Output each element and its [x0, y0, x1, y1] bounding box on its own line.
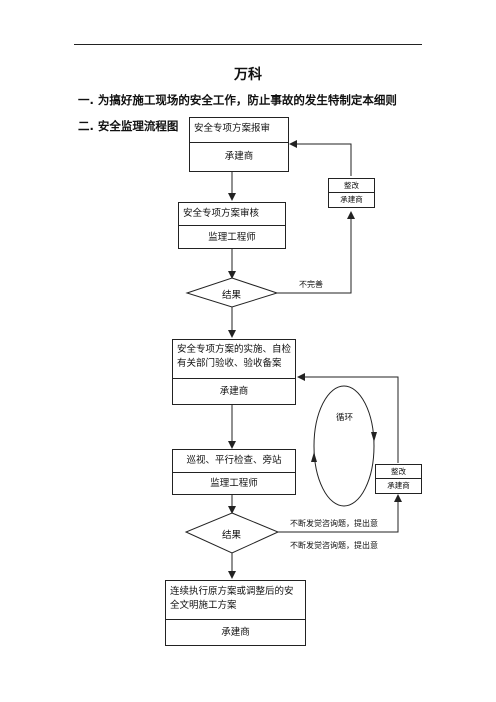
- decision-diamond-1: [185, 277, 279, 308]
- label-incomplete: 不完善: [299, 280, 323, 289]
- arrow-d2-rect2: [278, 494, 402, 533]
- diamond-1-label: 结果: [222, 290, 242, 301]
- arrow-d1-rect1: [277, 211, 355, 294]
- box-inspection-title: 巡视、平行检查、旁站: [173, 450, 295, 473]
- arrow-rect1-box1: [289, 140, 352, 176]
- box-plan-implementation-role: 承建商: [219, 386, 249, 397]
- box-continue-execution-role: 承建商: [221, 627, 250, 638]
- box-continue-execution: 连续执行原方案或调整后的安全文明施工方案 承建商: [165, 580, 306, 646]
- box-plan-implementation-title: 安全专项方案的实施、自检有关部门验收、验收备案: [173, 340, 295, 379]
- cycle-ellipse: [313, 385, 375, 507]
- page-title: 万科: [234, 67, 262, 83]
- box-inspection-role: 监理工程师: [210, 478, 258, 489]
- box-plan-implementation: 安全专项方案的实施、自检有关部门验收、验收备案 承建商: [172, 339, 296, 405]
- rectify-box-2: 整改 承建商: [375, 464, 422, 494]
- box-plan-review: 安全专项方案审核 监理工程师: [178, 202, 286, 249]
- section-heading-1: 一. 为搞好施工现场的安全工作，防止事故的发生特制定本细则: [78, 93, 397, 107]
- box-plan-review-role: 监理工程师: [208, 232, 256, 243]
- section-heading-2: 二. 安全监理流程图: [78, 119, 179, 133]
- rectify-box-1: 整改 承建商: [328, 178, 375, 208]
- box-plan-submit-role: 承建商: [224, 151, 254, 162]
- decision-diamond-2: [184, 512, 280, 554]
- rectify-box-1-title: 整改: [329, 179, 374, 193]
- box-plan-review-title: 安全专项方案审核: [179, 203, 285, 226]
- box-plan-submit: 安全专项方案报审 承建商: [189, 117, 289, 172]
- cycle-label: 循环: [336, 413, 354, 423]
- arrow-rect2-box3: [297, 373, 399, 463]
- box-inspection: 巡视、平行检查、旁站 监理工程师: [172, 449, 296, 495]
- label-issue-2: 不断发觉咨询题，提出意: [290, 541, 378, 550]
- diamond-2-label: 结果: [222, 530, 242, 541]
- cycle-arrowhead-left: [311, 452, 317, 462]
- box-plan-submit-title: 安全专项方案报审: [190, 118, 288, 143]
- label-issue-1: 不断发觉咨询题，提出意: [290, 519, 378, 528]
- rectify-box-1-role: 承建商: [340, 195, 363, 204]
- rectify-box-2-role: 承建商: [387, 481, 410, 490]
- cycle-arrowhead-right: [371, 432, 377, 442]
- header-rule: [74, 44, 422, 45]
- box-continue-execution-title: 连续执行原方案或调整后的安全文明施工方案: [166, 581, 305, 620]
- rectify-box-2-title: 整改: [376, 465, 421, 479]
